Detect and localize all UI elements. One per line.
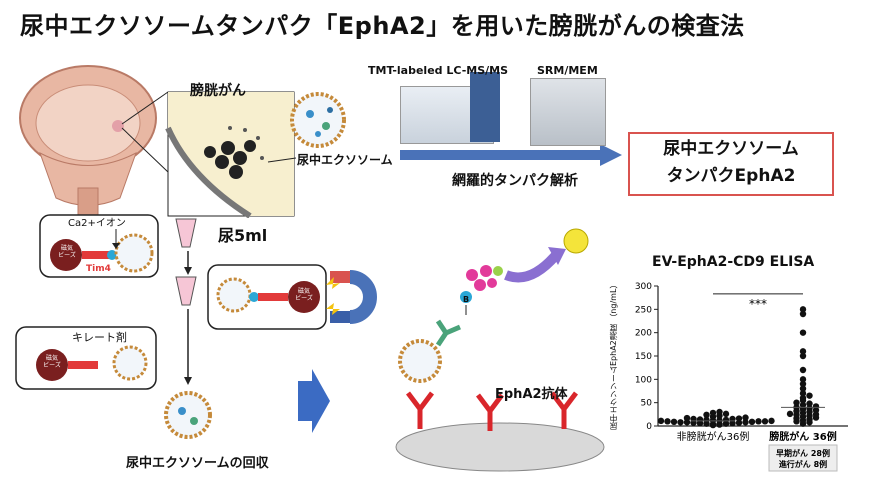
- data-point: [812, 403, 820, 410]
- urine-volume-label: 尿5ml: [218, 226, 268, 245]
- result-box: 尿中エクソソーム タンパクEphA2: [628, 132, 834, 196]
- result-line1: 尿中エクソソーム: [663, 139, 799, 159]
- bladder-cancer-label: 膀胱がん: [190, 83, 246, 99]
- y-tick-label: 0: [646, 422, 652, 432]
- b-label: B: [463, 295, 470, 304]
- data-point: [799, 352, 807, 360]
- data-point: [799, 401, 807, 409]
- data-point: [657, 417, 665, 425]
- data-point: [742, 419, 749, 426]
- y-tick-label: 250: [635, 305, 652, 315]
- antibody-label: EphA2抗体: [495, 387, 568, 402]
- data-point: [664, 418, 671, 425]
- ms-label: TMT-labeled LC-MS/MS: [368, 64, 509, 77]
- data-point: [761, 418, 769, 425]
- data-point: [799, 390, 807, 397]
- y-tick-label: 150: [635, 352, 652, 362]
- bladder-tissue-zoom: [165, 91, 295, 218]
- data-point: [696, 416, 704, 423]
- magnetic-bead-text-3: 磁気ビーズ: [43, 355, 61, 369]
- ca-ion-label: Ca2+イオン: [68, 218, 126, 229]
- significance-label: ***: [749, 297, 767, 311]
- chart-title: EV-EphA2-CD9 ELISA: [652, 254, 815, 270]
- x-category-label: 膀胱がん 36例: [768, 430, 836, 443]
- data-point: [799, 310, 807, 318]
- data-point: [716, 408, 723, 416]
- bladder-illustration: [19, 65, 157, 217]
- data-point: [703, 416, 710, 424]
- data-point: [755, 418, 762, 425]
- subgroup-box: [768, 444, 838, 472]
- data-point: [806, 405, 813, 412]
- data-point: [703, 411, 710, 418]
- data-point: [742, 414, 749, 421]
- data-point: [722, 410, 730, 418]
- magnetic-bead-text-2: 磁気ビーズ: [295, 288, 313, 302]
- data-point: [683, 414, 691, 422]
- y-tick-label: 100: [635, 375, 652, 385]
- top-illustration: [19, 65, 622, 218]
- protocol-illustration: [15, 214, 377, 439]
- elisa-chart: 0 50 100 150 200 250 300 *** 非膀胱がん36例 膀胱がん 36例早期が…: [635, 282, 848, 472]
- srm-label: SRM/MEM: [537, 64, 598, 77]
- data-point: [670, 418, 678, 425]
- magnetic-bead-text-1: 磁気ビーズ: [58, 245, 76, 259]
- data-point: [768, 417, 775, 425]
- data-point: [709, 409, 717, 417]
- lcms-tower: [470, 72, 500, 142]
- data-point: [786, 410, 794, 418]
- data-point: [799, 385, 807, 392]
- page-title: 尿中エクソソームタンパク「EphA2」を用いた膀胱がんの検査法: [20, 12, 745, 40]
- subgroup-label: 早期がん 28例: [776, 448, 830, 458]
- subgroup-label: 進行がん 8例: [779, 459, 827, 469]
- data-point: [799, 380, 807, 388]
- srm-instrument: [530, 78, 606, 146]
- data-point: [799, 394, 807, 402]
- data-point: [799, 348, 807, 355]
- result-line2: タンパクEphA2: [666, 166, 796, 186]
- analysis-arrow: [400, 144, 622, 166]
- data-point: [735, 415, 743, 422]
- y-tick-label: 200: [635, 329, 652, 339]
- recovery-label: 尿中エクソソームの回収: [126, 456, 269, 471]
- data-point: [793, 399, 800, 406]
- exosome-label: 尿中エクソソーム: [297, 153, 393, 167]
- chelator-label: キレート剤: [72, 331, 127, 344]
- data-point: [806, 392, 813, 399]
- data-point: [799, 366, 807, 374]
- data-point: [722, 416, 730, 424]
- elisa-illustration: [395, 228, 605, 472]
- data-point: [799, 376, 807, 383]
- data-point: [799, 329, 807, 336]
- tim4-label: Tim4: [86, 264, 111, 274]
- y-tick-label: 50: [641, 399, 653, 409]
- data-point: [799, 306, 807, 313]
- data-point: [677, 419, 684, 426]
- analysis-label: 網羅的タンパク解析: [452, 173, 578, 189]
- data-point: [806, 400, 813, 407]
- exosome-illustration: [290, 92, 346, 148]
- data-point: [748, 418, 756, 425]
- y-tick-label: 300: [635, 282, 652, 292]
- x-category-label: 非膀胱がん36例: [677, 430, 750, 443]
